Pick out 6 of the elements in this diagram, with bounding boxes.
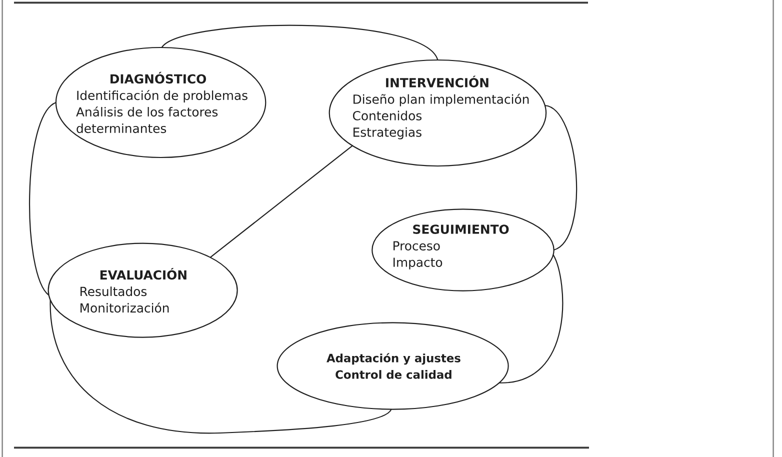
connector-line <box>499 254 564 384</box>
connector-line <box>161 24 438 60</box>
connector-line <box>50 300 392 434</box>
connector-line <box>29 102 56 296</box>
connector-line <box>544 104 578 250</box>
connector-line <box>210 145 353 258</box>
